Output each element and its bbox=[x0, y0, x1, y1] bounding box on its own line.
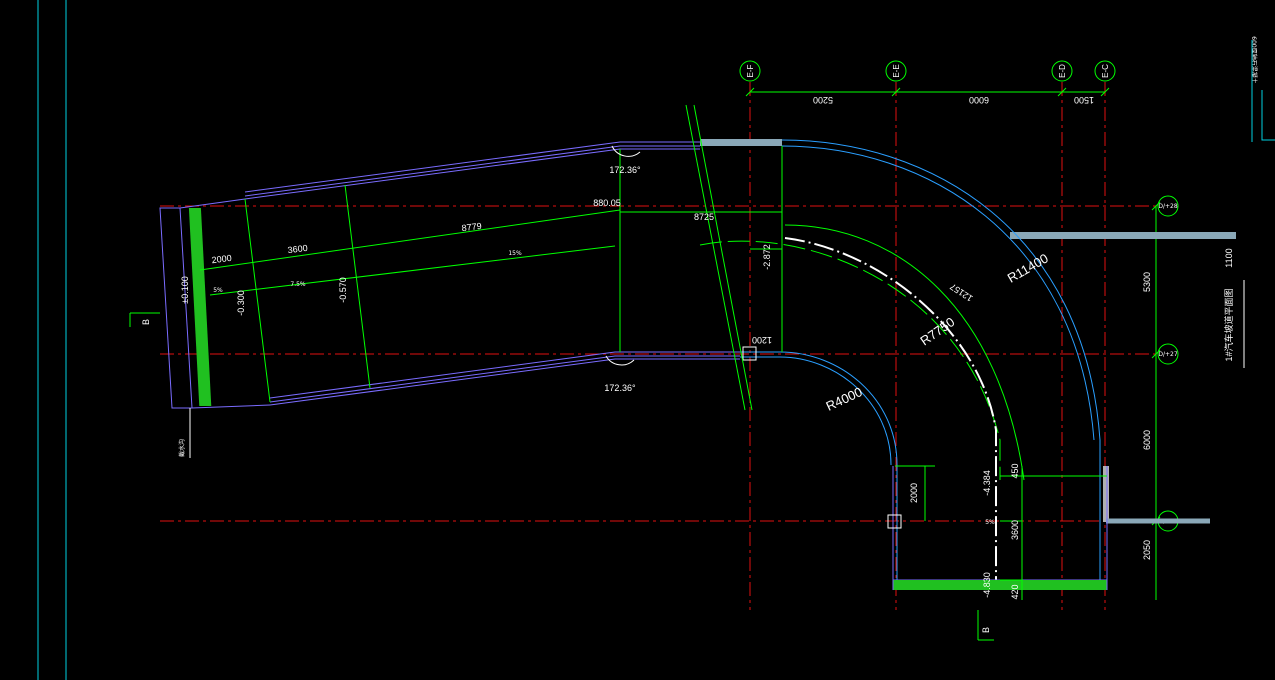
elevation-label-1: ±0.100 bbox=[180, 276, 190, 303]
cap-note: 截水沟 bbox=[178, 439, 186, 457]
top-dim-1500: 1500 bbox=[1074, 95, 1094, 105]
curved-centerline bbox=[699, 224, 1025, 481]
top-dim-5200: 5200 bbox=[813, 95, 833, 105]
top-dimension-line bbox=[745, 87, 1110, 97]
elevation-label-5: -4.384 bbox=[982, 470, 992, 496]
angle-arc-top bbox=[611, 145, 641, 157]
slope-label-3: 15% bbox=[508, 250, 522, 257]
dim-1200: 1200 bbox=[752, 335, 772, 345]
top-right-note: 600厚轴石混凝土 bbox=[1250, 36, 1258, 83]
right-dim-6000: 6000 bbox=[1142, 430, 1152, 450]
dim-3600-bottom: 3600 bbox=[1010, 520, 1020, 540]
top-right-hatch bbox=[1251, 40, 1275, 142]
dim-420: 420 bbox=[1010, 584, 1020, 599]
right-dimension-line bbox=[1151, 201, 1161, 600]
grid-label-ef: E-F bbox=[746, 64, 755, 77]
grid-label-ed: E-D bbox=[1058, 64, 1067, 78]
column-marker-2 bbox=[887, 514, 902, 529]
elevation-label-3: -0.570 bbox=[338, 277, 348, 303]
curved-outer-wall bbox=[781, 139, 1101, 580]
drawing-title: 1#汽车坡道平面图 bbox=[1223, 288, 1234, 361]
top-dim-6000: 6000 bbox=[969, 95, 989, 105]
slope-label-4: 5% bbox=[985, 519, 995, 526]
dim-880: 880.05 bbox=[593, 198, 621, 208]
dim-3600-left: 3600 bbox=[287, 243, 308, 255]
grid-label-d28: D/+28 bbox=[1158, 203, 1177, 210]
construction-lines bbox=[199, 104, 1107, 600]
grid-bubble-ef: E-F bbox=[739, 60, 761, 82]
ramp-lower-wall bbox=[269, 351, 740, 406]
slope-label-1: 5% bbox=[213, 287, 223, 294]
dim-450: 450 bbox=[1010, 463, 1020, 478]
elevation-label-4: -2.872 bbox=[762, 244, 772, 270]
radius-label-middle: R7750 bbox=[917, 314, 957, 348]
grid-bubble-d27: D/+27 bbox=[1157, 343, 1179, 365]
section-mark-left-label: B bbox=[141, 319, 151, 325]
section-mark-bottom: B bbox=[977, 610, 994, 641]
middle-arc bbox=[784, 237, 997, 580]
column-marker-1 bbox=[742, 346, 757, 361]
horizontal-axis-lines bbox=[160, 205, 1160, 522]
dim-2000-left: 2000 bbox=[211, 253, 232, 265]
grid-label-d27: D/+27 bbox=[1158, 351, 1177, 358]
right-dim-2050: 2050 bbox=[1142, 540, 1152, 560]
right-wall-segment bbox=[1103, 466, 1210, 524]
grid-bubble-ec: E-C bbox=[1094, 60, 1116, 82]
grid-bubble-d28: D/+28 bbox=[1157, 195, 1179, 217]
vertical-axis-lines bbox=[749, 82, 1106, 610]
angle-label-bottom: 172.36° bbox=[604, 383, 636, 393]
radius-label-inner: R4000 bbox=[824, 384, 865, 414]
dim-8779: 8779 bbox=[461, 221, 482, 233]
grid-label-ec: E-C bbox=[1101, 64, 1110, 78]
radius-label-outer: R11400 bbox=[1005, 250, 1051, 285]
right-dim-1100: 1100 bbox=[1224, 248, 1234, 267]
angle-arc-bottom bbox=[605, 355, 635, 366]
ramp-end-cap bbox=[159, 198, 271, 409]
curved-inner-wall bbox=[740, 351, 898, 580]
right-beam bbox=[1010, 232, 1236, 239]
elevation-label-6: -4.830 bbox=[982, 572, 992, 598]
grid-bubble-ed: E-D bbox=[1051, 60, 1073, 82]
top-beam bbox=[700, 139, 782, 146]
angle-label-top: 172.36° bbox=[609, 165, 641, 175]
elevation-label-2: -0.300 bbox=[236, 290, 246, 316]
grid-bubble-ee: E-E bbox=[885, 60, 907, 82]
right-dim-5300: 5300 bbox=[1142, 272, 1152, 292]
section-mark-bottom-label: B bbox=[981, 627, 991, 633]
grid-label-ee: E-E bbox=[892, 64, 901, 77]
section-mark-left: B bbox=[129, 312, 160, 327]
arc-length-label: 12157 bbox=[948, 282, 974, 304]
dim-2000-bottom: 2000 bbox=[909, 483, 919, 503]
slope-label-2: 7.5% bbox=[290, 281, 306, 288]
dim-8725: 8725 bbox=[694, 212, 714, 222]
